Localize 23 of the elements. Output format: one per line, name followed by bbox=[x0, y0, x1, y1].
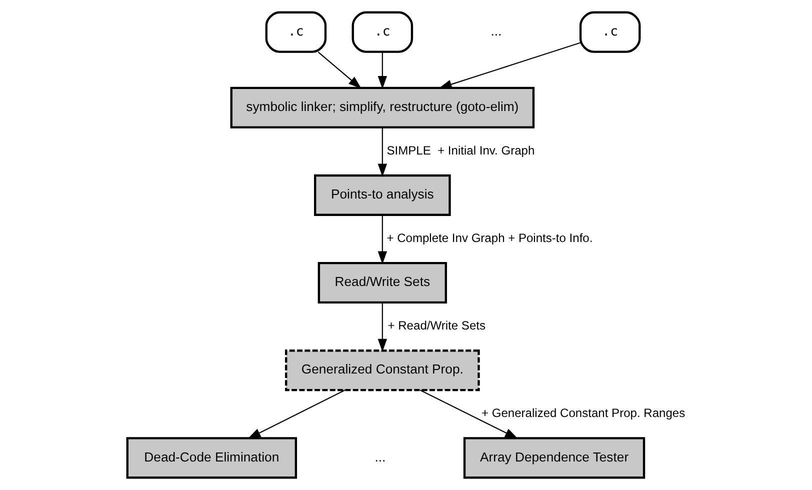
node-box: Read/Write Sets bbox=[317, 262, 446, 304]
arrow bbox=[377, 302, 387, 352]
arrow bbox=[419, 390, 518, 439]
arrow bbox=[438, 42, 580, 89]
node-box: .c bbox=[351, 11, 413, 53]
label: ... bbox=[374, 449, 386, 464]
arrow bbox=[317, 52, 361, 89]
edge-label: + Complete Inv Graph + Points-to Info. bbox=[386, 231, 592, 246]
arrow bbox=[247, 390, 345, 439]
node-box: symbolic linker; simplify, restructure (goto-elim) bbox=[230, 86, 534, 128]
node-box: Points-to analysis bbox=[314, 174, 450, 216]
arrow bbox=[377, 52, 387, 90]
arrow bbox=[377, 215, 387, 264]
node-box: Dead-Code Elimination bbox=[126, 437, 297, 479]
edge-label: + Generalized Constant Prop. Ranges bbox=[480, 406, 685, 420]
node-box: Generalized Constant Prop. bbox=[284, 350, 480, 392]
node-box: .c bbox=[578, 11, 640, 53]
arrow bbox=[377, 128, 387, 177]
edge-label: SIMPLE + Initial Inv. Graph bbox=[386, 143, 534, 158]
edge-label: + Read/Write Sets bbox=[387, 318, 486, 333]
node-box: .c bbox=[264, 11, 326, 53]
node-box: Array Dependence Tester bbox=[462, 437, 645, 479]
label: ... bbox=[490, 23, 502, 38]
